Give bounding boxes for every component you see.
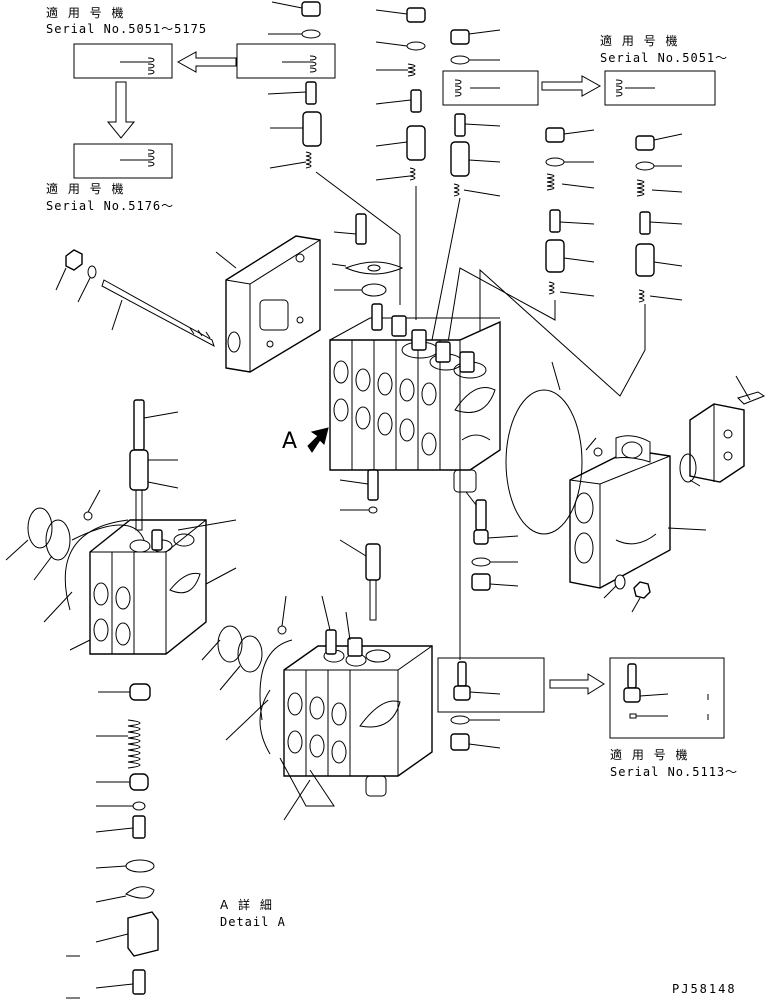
detail-a-left-block xyxy=(5,399,237,655)
parts-mid-stack xyxy=(471,499,519,591)
tie-bolt xyxy=(55,249,215,348)
serial-b-title: 適 用 号 機 xyxy=(46,182,127,196)
main-valve-block-upper xyxy=(329,303,501,511)
detail-a-left-stack xyxy=(66,683,159,999)
arrow-right-lower-shape xyxy=(549,673,605,695)
cover-plate xyxy=(215,235,321,373)
serial-c-range: Serial No.5051～ xyxy=(600,51,729,65)
view-letter: A xyxy=(282,429,299,454)
detail-a-center-block xyxy=(201,469,433,821)
parts-column-4 xyxy=(545,127,595,297)
parts-column-5 xyxy=(635,133,683,303)
inset-serial-d xyxy=(437,657,725,751)
arrow-right-shape xyxy=(541,75,602,97)
detail-a-title-en: Detail A xyxy=(220,915,286,929)
flange-bolt xyxy=(331,213,404,297)
serial-c-title: 適 用 号 機 xyxy=(600,34,681,48)
end-block-right xyxy=(505,361,766,613)
serial-d-range: Serial No.5113～ xyxy=(610,765,739,779)
detail-a-title-jp: A 詳 細 xyxy=(220,898,275,912)
serial-a-range: Serial No.5051～5175 xyxy=(46,22,208,36)
arrow-down-shape xyxy=(106,81,136,139)
serial-d-title: 適 用 号 機 xyxy=(610,748,691,762)
parts-column-2 xyxy=(375,7,426,181)
inset-serial-c xyxy=(442,70,716,106)
drawing-code: PJ58148 xyxy=(672,982,737,996)
serial-b-range: Serial No.5176～ xyxy=(46,199,175,213)
parts-column-1 xyxy=(267,1,322,169)
parts-column-3 xyxy=(450,29,501,197)
inset-serial-a xyxy=(73,43,336,179)
view-arrow-shape xyxy=(307,427,329,453)
arrow-left-shape xyxy=(176,51,237,73)
assembly-leaders xyxy=(315,171,646,660)
serial-a-title: 適 用 号 機 xyxy=(46,6,127,20)
